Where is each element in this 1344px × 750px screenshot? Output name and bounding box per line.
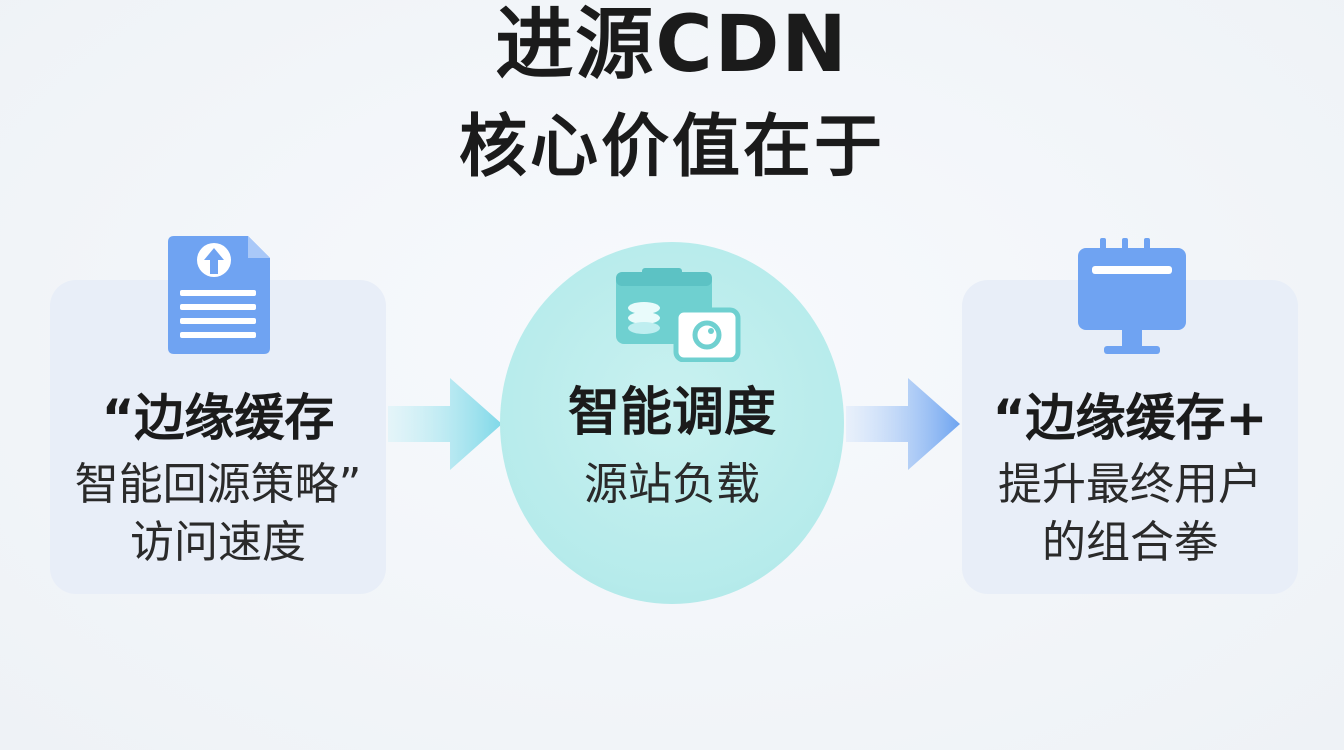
page-subtitle: 核心价值在于 [458,108,885,187]
server-camera-icon [616,268,741,362]
card-text-line-2: 访问速度 [130,517,306,568]
circle-heading: 智能调度 [567,383,776,443]
monitor-icon [1078,238,1186,354]
card-heading: “边缘缓存 [101,389,335,447]
card-text-line-2: 的组合拳 [1042,517,1218,568]
card-edge-cache: “边缘缓存 智能回源策略” 访问速度 [50,236,386,594]
card-heading: “边缘缓存+ [992,389,1268,447]
card-text-line-1: 提升最终用户 [998,459,1262,510]
arrow-right-icon [388,378,502,470]
page-title: 进源CDN [495,0,849,90]
arrow-right-icon [846,378,960,470]
center-circle-smart-scheduling: 智能调度 源站负载 [500,242,844,604]
card-end-user-combo: “边缘缓存+ 提升最终用户 的组合拳 [962,238,1298,594]
card-text-line-1: 智能回源策略” [74,459,362,510]
circle-text-line-1: 源站负载 [584,459,760,510]
document-upload-icon [168,236,270,354]
